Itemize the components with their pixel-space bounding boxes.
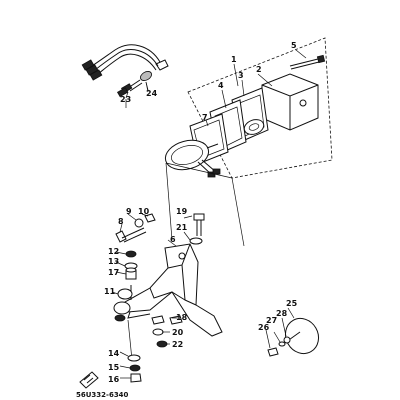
- screw-5: [289, 54, 326, 70]
- callout-28: 28: [276, 309, 288, 318]
- direction-arrow-icon: [79, 371, 99, 389]
- lamp-housing: [249, 73, 319, 131]
- callout-3: 3: [238, 71, 244, 80]
- callout-25: 25: [286, 299, 298, 308]
- callout-5: 5: [291, 41, 297, 50]
- grommet-stack: [113, 250, 138, 322]
- callout-6: 6: [170, 235, 176, 244]
- callout-11: 11: [104, 287, 116, 296]
- bolt-19: [193, 213, 205, 236]
- callout-20: 20: [172, 328, 184, 337]
- callout-17: 17: [108, 268, 119, 277]
- callout-18: 18: [176, 313, 188, 322]
- callout-22: 22: [172, 340, 183, 349]
- nut-10: [134, 213, 156, 228]
- leader-lamp-bracket-2: [165, 162, 173, 241]
- callout-21: 21: [176, 223, 188, 232]
- callout-19: 19: [176, 207, 188, 216]
- callout-27: 27: [266, 316, 277, 325]
- callout-4: 4: [218, 81, 224, 90]
- callout-leaders: [111, 49, 307, 379]
- callout-10: 10: [138, 207, 150, 216]
- callout-23: 23: [120, 95, 131, 104]
- callout-14: 14: [108, 349, 120, 358]
- callout-12: 12: [108, 247, 119, 256]
- callout-13: 13: [108, 257, 119, 266]
- callout-24: 24: [146, 89, 158, 98]
- mounting-bracket: [124, 243, 223, 337]
- leader-lamp-bracket-1: [165, 162, 233, 179]
- fasteners-14-16: [127, 319, 142, 383]
- callout-1: 1: [231, 55, 237, 64]
- leader-lamp-bracket-3: [231, 177, 245, 247]
- callout-26: 26: [258, 323, 270, 332]
- callout-7: 7: [202, 113, 208, 122]
- callout-9: 9: [126, 207, 132, 216]
- callout-15: 15: [108, 363, 120, 372]
- callout-2: 2: [256, 65, 262, 74]
- washer-21: [189, 237, 203, 245]
- reflector: [267, 317, 320, 357]
- callout-8: 8: [118, 217, 124, 226]
- wire-harness: [81, 44, 169, 108]
- lamp-socket: [164, 113, 229, 178]
- callout-16: 16: [108, 375, 120, 384]
- drawing-code: 56U332-6340: [76, 391, 129, 399]
